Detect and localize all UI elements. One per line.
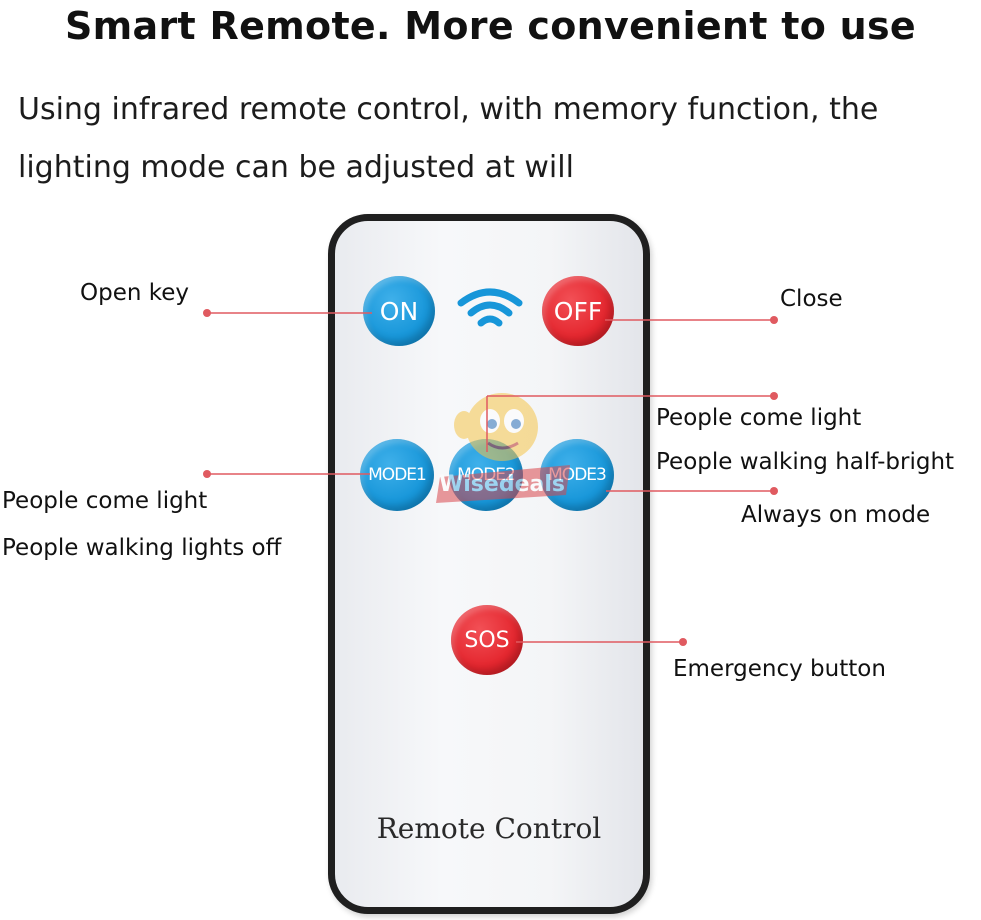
- label-emergency-button: Emergency button: [673, 656, 886, 682]
- on-button[interactable]: ON: [363, 276, 435, 346]
- label-mode1-line1: People come light: [2, 488, 208, 514]
- leader-dot-mode1: [203, 470, 211, 478]
- subtitle-line-1: Using infrared remote control, with memo…: [18, 92, 879, 127]
- subtitle-line-2: lighting mode can be adjusted at will: [18, 150, 574, 185]
- label-mode3: Always on mode: [741, 502, 931, 528]
- label-mode2-line2: People walking half-bright: [656, 449, 955, 475]
- label-mode2-line1: People come light: [656, 405, 862, 431]
- off-button[interactable]: OFF: [542, 276, 614, 346]
- leader-dot-mode3: [770, 487, 778, 495]
- mode1-button[interactable]: MODE1: [360, 439, 434, 511]
- remote-brand-text: Remote Control: [376, 812, 602, 845]
- sos-button[interactable]: SOS: [451, 605, 523, 675]
- watermark-text: Wisedeals: [439, 472, 565, 497]
- leader-dot-mode2: [770, 392, 778, 400]
- leader-dot-on: [203, 309, 211, 317]
- leader-dot-sos: [679, 638, 687, 646]
- label-close: Close: [780, 286, 843, 312]
- label-open-key: Open key: [80, 280, 190, 306]
- leader-dot-off: [770, 316, 778, 324]
- watermark-mascot-logo: Wisedeals: [436, 393, 570, 503]
- label-mode1-line2: People walking lights off: [2, 535, 282, 561]
- wifi-signal-icon: [457, 288, 523, 327]
- headline: Smart Remote. More convenient to use: [64, 4, 916, 48]
